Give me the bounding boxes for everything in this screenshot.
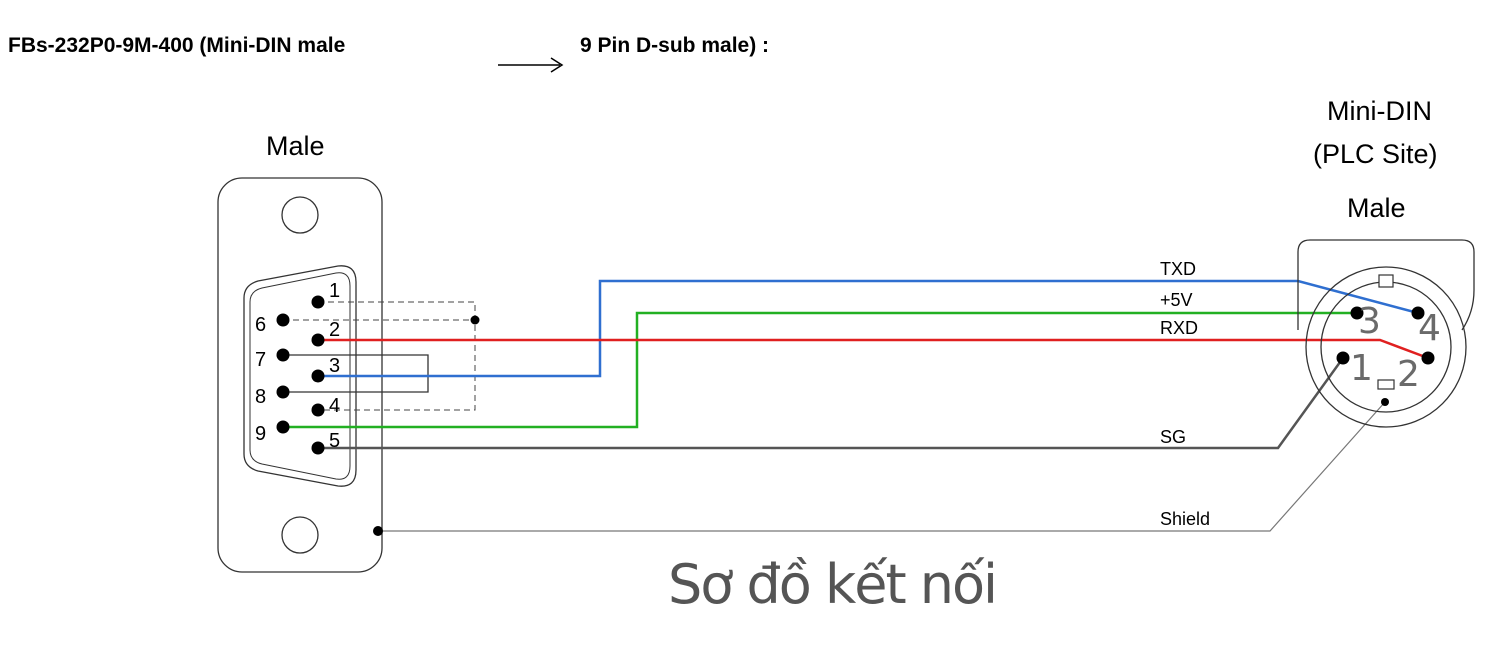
signal-label-sg: SG bbox=[1160, 427, 1186, 447]
svg-text:9: 9 bbox=[255, 423, 266, 445]
shield-ground-dot bbox=[373, 526, 383, 536]
wire-5v bbox=[283, 311, 1357, 429]
key-notch-icon bbox=[1378, 274, 1394, 288]
title-part1: FBs-232P0-9M-400 (Mini-DIN male bbox=[8, 34, 345, 57]
caption: Sơ đồ kết nối bbox=[668, 553, 996, 616]
wire-sg bbox=[318, 357, 1345, 450]
wire-rxd bbox=[318, 338, 1429, 360]
mount-hole-icon bbox=[281, 196, 319, 234]
title-part2: 9 Pin D-sub male) : bbox=[580, 34, 769, 57]
wire-shield bbox=[378, 401, 1386, 532]
svg-text:3: 3 bbox=[1358, 301, 1381, 342]
svg-text:3: 3 bbox=[329, 355, 340, 377]
svg-text:1: 1 bbox=[1350, 348, 1373, 389]
svg-text:8: 8 bbox=[255, 386, 266, 408]
signal-label-rxd: RXD bbox=[1160, 318, 1198, 338]
signal-label-shield: Shield bbox=[1160, 509, 1210, 529]
minidin-connector bbox=[1297, 239, 1475, 428]
minidin-pins bbox=[1336, 306, 1435, 406]
key-slot-icon bbox=[1377, 379, 1395, 390]
dsub-connector bbox=[217, 177, 383, 573]
minidin-label-line1: Mini-DIN bbox=[1327, 96, 1432, 126]
minidin-pin-numbers: 1 2 3 4 bbox=[1350, 301, 1441, 395]
arrow-icon bbox=[498, 57, 564, 73]
shield-ground-dot bbox=[1381, 398, 1389, 406]
svg-text:5: 5 bbox=[329, 430, 340, 452]
dsub-pin-numbers: 1 2 3 4 5 6 7 8 9 bbox=[255, 280, 340, 452]
signal-label-txd: TXD bbox=[1160, 259, 1196, 279]
svg-text:4: 4 bbox=[1418, 308, 1441, 349]
svg-text:4: 4 bbox=[329, 395, 340, 417]
svg-text:7: 7 bbox=[255, 349, 266, 371]
signal-label-5v: +5V bbox=[1160, 290, 1193, 310]
minidin-label-line3: Male bbox=[1347, 193, 1406, 223]
mount-hole-icon bbox=[281, 516, 319, 554]
svg-text:6: 6 bbox=[255, 314, 266, 336]
svg-text:2: 2 bbox=[329, 319, 340, 341]
dsub-label: Male bbox=[266, 131, 325, 161]
wire-txd bbox=[318, 279, 1419, 378]
svg-text:1: 1 bbox=[329, 280, 340, 302]
wires bbox=[283, 279, 1429, 532]
dsub-internal-wiring bbox=[283, 301, 480, 411]
minidin-label-line2: (PLC Site) bbox=[1313, 139, 1438, 169]
dsub-pins bbox=[276, 295, 383, 536]
svg-text:2: 2 bbox=[1397, 354, 1420, 395]
